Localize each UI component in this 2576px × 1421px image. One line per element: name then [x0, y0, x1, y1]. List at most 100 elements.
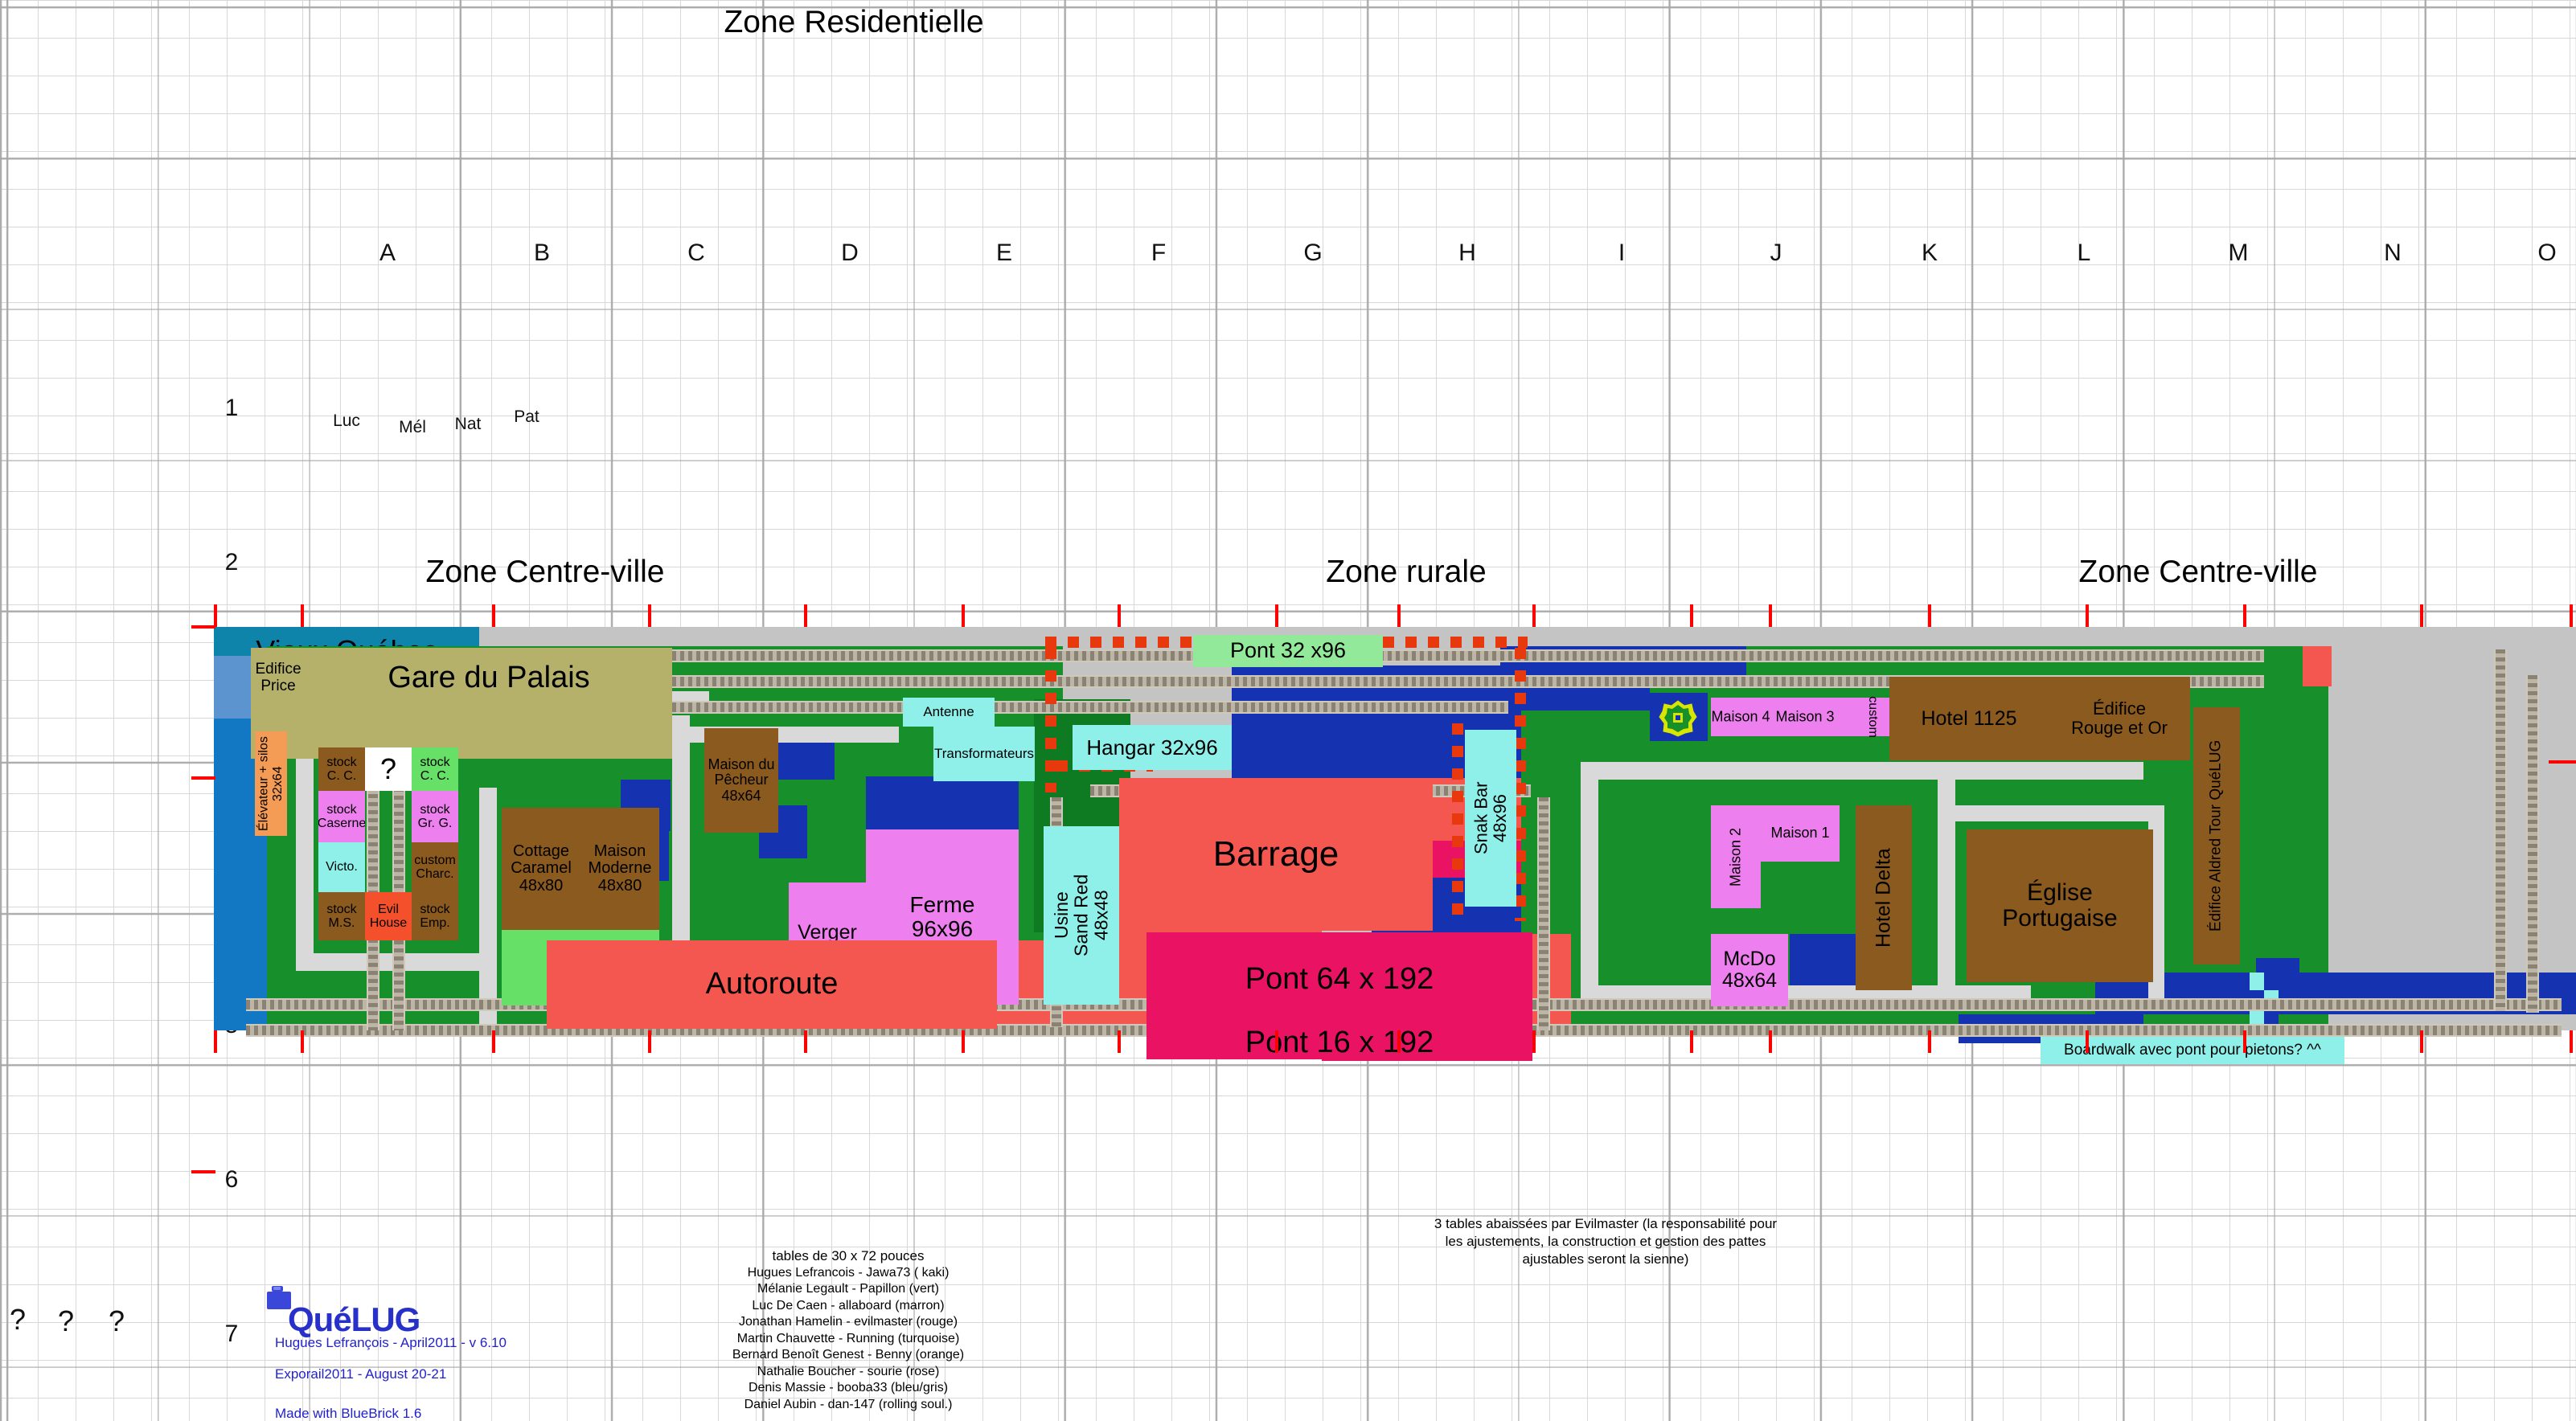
building-pont-16x192[interactable]: Pont 16 x 192 [1146, 1027, 1532, 1059]
column-label-O: O [2537, 240, 2557, 266]
column-label-J: J [1770, 240, 1782, 266]
track-vertical-right [1537, 797, 1550, 1030]
participant-4: Martin Chauvette - Running (turquoise) [736, 1331, 960, 1345]
building-maison-moderne[interactable]: Maison Moderne 48x80 [580, 808, 659, 930]
table-tick-bottom-14 [2243, 1030, 2246, 1053]
table-tick-top-9 [1532, 604, 1536, 627]
table-tick-top-10 [1690, 604, 1693, 627]
building-pont-64x192[interactable]: Pont 64 x 192 [1146, 932, 1532, 1027]
table-tick-top-2 [492, 604, 495, 627]
building-label: Pont 16 x 192 [1245, 1027, 1434, 1059]
table-tick-bottom-1 [301, 1030, 304, 1053]
building-label: Hotel 1125 [1921, 706, 2017, 730]
building-mcdo[interactable]: McDo 48x64 [1711, 934, 1788, 1006]
person-tag-mél: Mél [399, 418, 426, 436]
table-tick-bottom-9 [1532, 1030, 1536, 1053]
building-label: Snak Bar 48x96 [1471, 781, 1510, 855]
building-label: Église Portugaise [2002, 878, 2118, 932]
building-label [251, 709, 672, 759]
building-stock-c-c-green[interactable]: stock C. C. [412, 747, 458, 791]
building-stock-gr-g[interactable]: stock Gr. G. [412, 791, 458, 842]
building-boardwalk[interactable]: Boardwalk avec pont pour pietons? ^^ [2041, 1037, 2344, 1064]
table-tick-bottom-13 [2086, 1030, 2089, 1053]
table-tick-side-1 [191, 776, 215, 780]
column-label-N: N [2384, 240, 2402, 266]
building-edifice-rouge-et-or[interactable]: Édifice Rouge et Or [2049, 677, 2190, 760]
building-usine-sand-red[interactable]: Usine Sand Red 48x48 [1044, 826, 1119, 1005]
table-tick-top-11 [1769, 604, 1772, 627]
building-maison-2[interactable]: Maison 2 [1711, 805, 1761, 908]
participant-7: Denis Massie - booba33 (bleu/gris) [748, 1381, 949, 1395]
credit-line-1: Exporail2011 - August 20-21 [275, 1366, 447, 1382]
blue-field-e [866, 776, 1019, 829]
building-label: Hotel Delta [1872, 848, 1895, 948]
unknown-table-marker-0: ? [9, 1303, 27, 1336]
column-label-F: F [1151, 240, 1167, 266]
participant-6: Nathalie Boucher - sourie (rose) [757, 1364, 940, 1378]
building-custom-charc[interactable]: custom Charc. [412, 842, 458, 892]
sub-label-maison-4: Maison 4 [1711, 708, 1770, 725]
building-hotel-1125[interactable]: Hotel 1125 [1889, 677, 2049, 760]
hazard-checker-left [1045, 648, 1056, 792]
building-label: Transformateurs [933, 745, 1035, 761]
building-stock-emp[interactable]: stock Emp. [412, 892, 458, 940]
building-pont-32x96[interactable]: Pont 32 x96 [1193, 635, 1383, 667]
building-unknown-white[interactable]: ? [365, 747, 412, 791]
building-label: Usine Sand Red 48x48 [1050, 874, 1112, 957]
participants-list: Hugues Lefrancois - Jawa73 ( kaki)Mélani… [659, 1265, 1037, 1413]
building-elevateur-silos[interactable]: Élévateur + silos 32x64 [255, 731, 287, 836]
building-eglise-portugaise[interactable]: Église Portugaise [1967, 829, 2153, 982]
sub-label-custom: custom [1866, 696, 1880, 738]
person-tag-luc: Luc [333, 412, 360, 430]
column-label-H: H [1458, 240, 1476, 266]
column-label-G: G [1303, 240, 1323, 266]
building-label: Maison Moderne 48x80 [588, 842, 652, 895]
building-antenne[interactable]: Antenne [903, 698, 995, 727]
road-right-loop-left [1581, 762, 1598, 1003]
building-stock-m-s[interactable]: stock M.S. [318, 892, 365, 940]
participant-0: Hugues Lefrancois - Jawa73 ( kaki) [747, 1265, 950, 1280]
building-victo[interactable]: Victo. [318, 842, 365, 892]
building-label: Evil House [369, 902, 408, 930]
building-autoroute[interactable]: Autoroute [547, 940, 997, 1029]
building-label: Maison 1 [1770, 825, 1830, 842]
building-hotel-delta[interactable]: Hotel Delta [1856, 805, 1912, 990]
building-label: McDo 48x64 [1721, 948, 1778, 992]
credit-line-2: Made with BlueBrick 1.6 [275, 1406, 422, 1421]
table-tick-bottom-3 [648, 1030, 651, 1053]
column-label-D: D [841, 240, 859, 266]
building-edifice-price[interactable]: Edifice Price [251, 648, 306, 709]
building-stock-c-c-brown[interactable]: stock C. C. [318, 747, 365, 791]
building-evil-house[interactable]: Evil House [365, 892, 412, 940]
building-label: stock M.S. [326, 902, 357, 930]
building-maison-du-pecheur[interactable]: Maison du Pêcheur 48x64 [704, 728, 778, 833]
quelug-logo [265, 1284, 299, 1317]
building-edifice-aldred-tour-quelug[interactable]: Édifice Aldred Tour QuéLUG [2193, 707, 2240, 964]
column-label-M: M [2228, 240, 2249, 266]
table-tick-bottom-11 [1769, 1030, 1772, 1053]
building-label: custom Charc. [414, 853, 456, 881]
building-cottage-caramel[interactable]: Cottage Caramel 48x80 [502, 808, 580, 930]
building-label: Autoroute [705, 967, 839, 1001]
building-label: Boardwalk avec pont pour pietons? ^^ [2064, 1041, 2321, 1059]
participants-block: tables de 30 x 72 pouces Hugues Lefranco… [659, 1247, 1037, 1413]
building-maison-1[interactable]: Maison 1 [1761, 805, 1840, 862]
building-gare-apron[interactable] [251, 709, 672, 759]
column-label-L: L [2077, 240, 2091, 266]
table-tick-bottom-15 [2420, 1030, 2423, 1053]
road-left-vertical [296, 712, 314, 953]
building-label: ? [379, 751, 397, 785]
building-snak-bar[interactable]: Snak Bar 48x96 [1465, 730, 1516, 907]
unknown-table-marker-2: ? [108, 1304, 125, 1337]
building-label: Maison du Pêcheur 48x64 [708, 756, 775, 804]
track-vertical-faright2 [2526, 675, 2539, 1013]
building-hangar[interactable]: Hangar 32x96 [1073, 725, 1232, 770]
building-gare-du-palais[interactable]: Gare du Palais [306, 648, 672, 709]
building-transformateurs[interactable]: Transformateurs [933, 727, 1035, 781]
building-barrage[interactable]: Barrage [1119, 778, 1433, 931]
building-stock-caserne[interactable]: stock Caserne [318, 791, 365, 842]
road-right-loop-right [1938, 762, 1955, 1003]
building-maison-4-maison-3-custom[interactable] [1711, 698, 1889, 736]
table-tick-top-14 [2243, 604, 2246, 627]
